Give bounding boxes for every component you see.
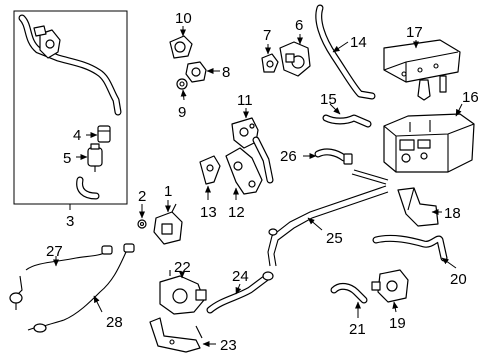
callout-7: 7 (263, 27, 271, 44)
hose-20 (372, 234, 448, 262)
callout-6: 6 (295, 17, 303, 34)
callout-15: 15 (320, 91, 337, 108)
callout-24: 24 (232, 268, 249, 285)
callout-13: 13 (200, 204, 217, 221)
bracket-17 (383, 39, 461, 101)
bracket-18 (397, 187, 439, 227)
leader-28 (93, 295, 103, 313)
hose-connector-4 (97, 125, 111, 143)
sensor-1 (153, 203, 183, 245)
callout-21: 21 (349, 321, 366, 338)
valve-8 (185, 61, 207, 83)
leader-15 (329, 103, 341, 115)
valve-22 (159, 270, 207, 315)
callout-10: 10 (175, 10, 192, 27)
harness-27 (9, 245, 113, 310)
hose-21 (330, 282, 368, 304)
bracket-12 (225, 147, 263, 195)
canister-16 (383, 113, 475, 173)
hose-assembly-3 (18, 14, 122, 116)
callout-20: 20 (450, 271, 467, 288)
callout-4: 4 (73, 127, 81, 144)
callout-26: 26 (280, 148, 297, 165)
callout-14: 14 (350, 34, 367, 51)
harness-28 (27, 243, 135, 333)
callout-5: 5 (63, 150, 71, 167)
gasket-7 (261, 53, 279, 73)
callout-22: 22 (174, 259, 191, 276)
callout-27: 27 (46, 243, 63, 260)
leader-9 (180, 89, 187, 101)
valve-19 (371, 269, 409, 303)
washer-2 (137, 219, 147, 229)
leader-14 (332, 41, 349, 53)
callout-25: 25 (326, 230, 343, 247)
callout-19: 19 (389, 315, 406, 332)
callout-9: 9 (178, 104, 186, 121)
bracket-23 (149, 317, 203, 353)
callout-16: 16 (462, 89, 479, 106)
gasket-10 (169, 35, 193, 59)
callout-18: 18 (444, 205, 461, 222)
tube-25 (267, 185, 389, 267)
fitting-26 (314, 148, 389, 185)
leader-19 (392, 301, 399, 313)
solenoid-6 (279, 41, 311, 77)
callout-3: 3 (66, 213, 74, 230)
bracket-13 (199, 155, 221, 185)
hose-24 (206, 271, 274, 314)
oring-9 (176, 78, 188, 90)
callout-2: 2 (138, 188, 146, 205)
hose-14 (315, 4, 376, 100)
small-hose-3 (76, 176, 100, 200)
leader-20 (441, 257, 457, 269)
callout-11: 11 (237, 92, 253, 109)
hose-15 (322, 114, 372, 128)
valve-assembly-11 (231, 117, 274, 184)
callout-12: 12 (228, 204, 245, 221)
callout-23: 23 (220, 337, 237, 354)
leader-16 (455, 103, 463, 117)
callout-28: 28 (106, 314, 123, 331)
callout-17: 17 (406, 24, 423, 41)
leader-24 (235, 283, 242, 295)
leader-25 (307, 217, 323, 231)
valve-5 (87, 143, 103, 172)
callout-8: 8 (222, 64, 230, 81)
callout-1: 1 (164, 183, 172, 200)
